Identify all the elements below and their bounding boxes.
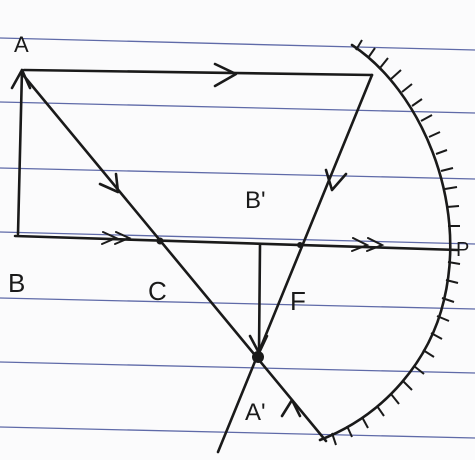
focus-point bbox=[297, 242, 303, 248]
label-image-base: B' bbox=[245, 187, 266, 214]
ray-reflected-arrow bbox=[324, 168, 348, 192]
center-point bbox=[156, 237, 164, 245]
label-f: F bbox=[290, 286, 306, 316]
ray-center-return-arrow bbox=[280, 398, 302, 418]
image-point bbox=[252, 351, 264, 363]
notebook-rules bbox=[0, 37, 475, 439]
label-c: C bbox=[148, 276, 167, 306]
ray-parallel-reflected bbox=[216, 73, 374, 454]
axis-arrow-left bbox=[101, 231, 132, 245]
principal-axis bbox=[13, 234, 460, 252]
object-arrow bbox=[16, 68, 24, 236]
label-image-top: A' bbox=[245, 399, 266, 426]
image-arrow bbox=[257, 243, 262, 355]
mirror-hatching bbox=[331, 39, 461, 446]
concave-mirror bbox=[318, 43, 452, 442]
label-a: A bbox=[14, 32, 29, 57]
label-b: B bbox=[8, 268, 25, 298]
ray-through-center bbox=[22, 74, 328, 443]
ray-center-arrow bbox=[98, 172, 120, 194]
label-p: P bbox=[456, 239, 469, 261]
ray-parallel-incident bbox=[22, 68, 374, 77]
ray-parallel-arrow bbox=[213, 62, 238, 88]
axis-arrow-right bbox=[351, 237, 385, 252]
